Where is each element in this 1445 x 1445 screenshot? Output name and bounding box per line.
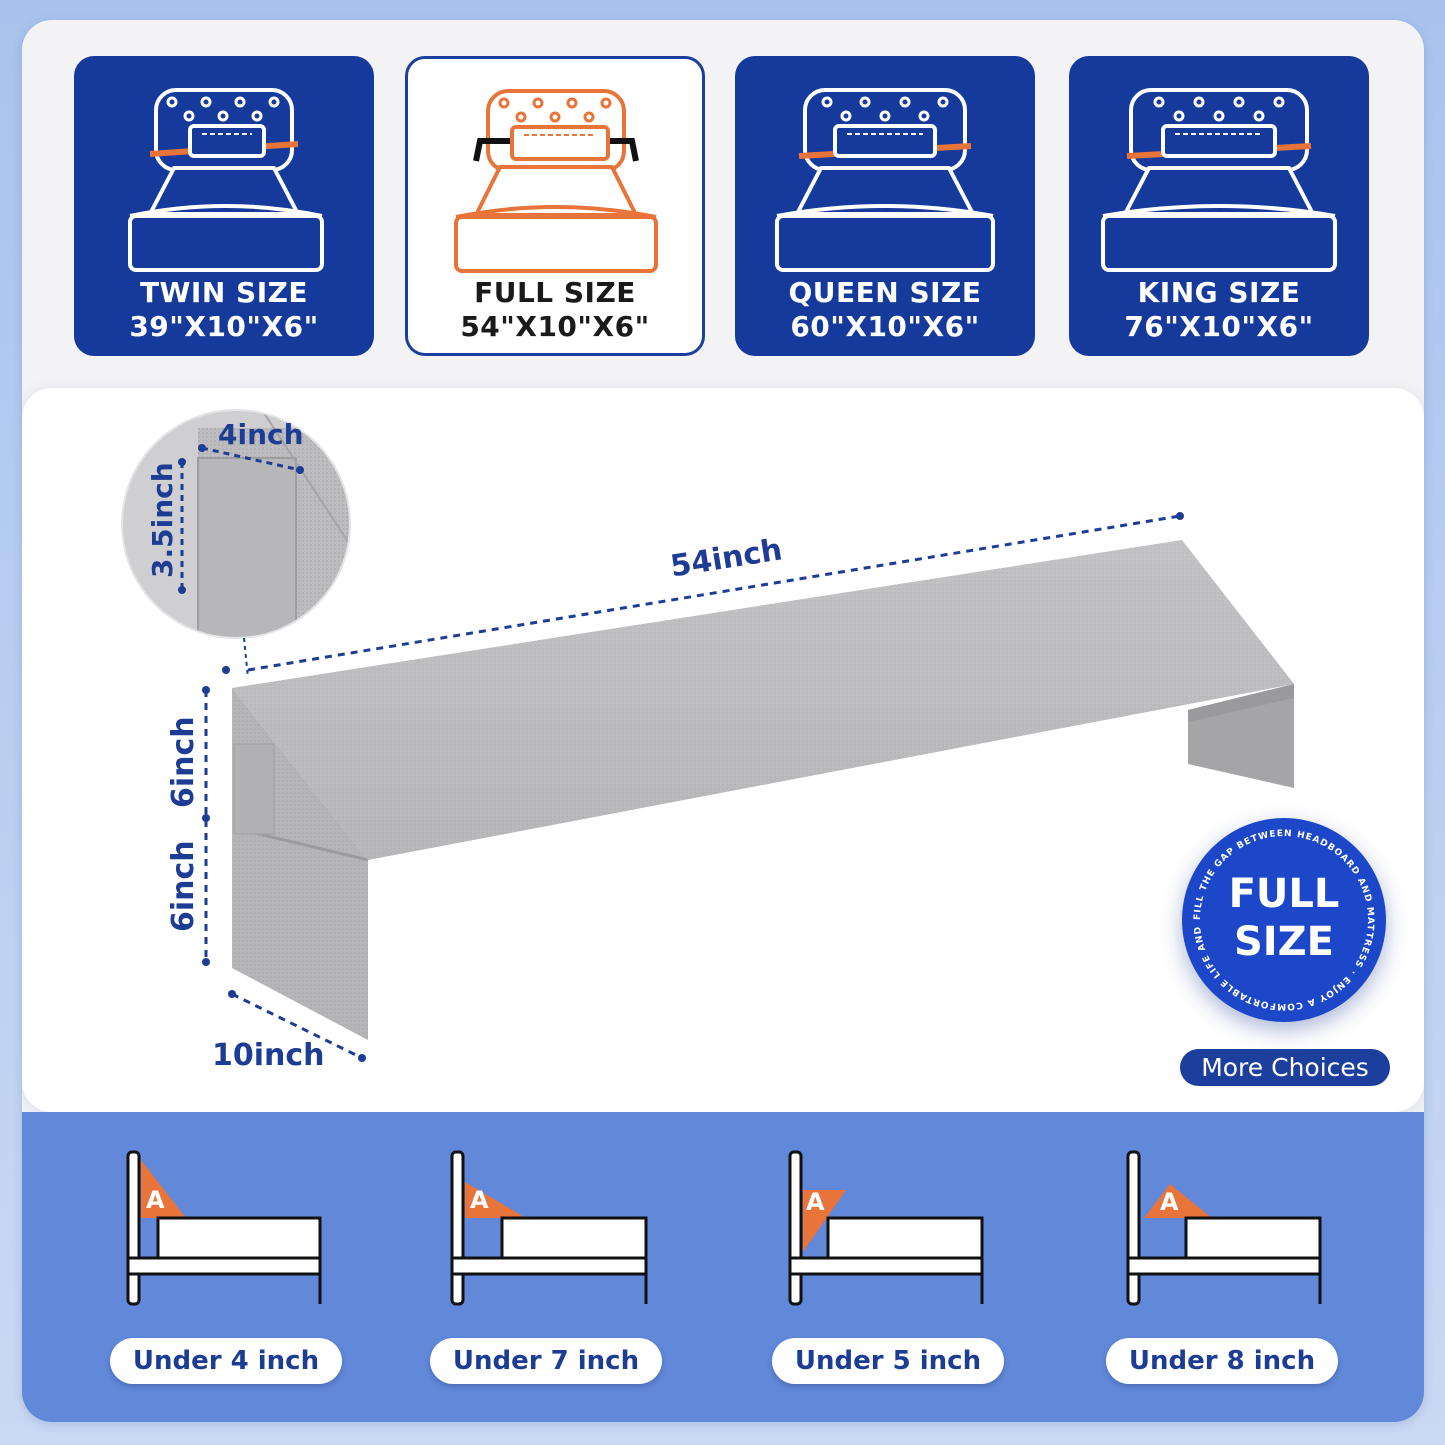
pocket-width-label: 4inch [218,418,304,451]
size-dimensions: 39"X10"X6" [129,310,319,343]
bed-side-icon [126,1150,322,1306]
size-card-twin[interactable]: TWIN SIZE 39"X10"X6" [74,56,374,356]
height-top-label: 6inch [166,716,201,808]
depth-label: 10inch [212,1038,325,1073]
size-card-queen[interactable]: QUEEN SIZE 60"X10"X6" [735,56,1035,356]
gap-marker: A [1160,1188,1179,1216]
gap-marker: A [470,1186,489,1214]
bed-icon [775,88,995,272]
gap-option-4[interactable]: A Under 8 inch [1106,1112,1366,1422]
badge-line-2: SIZE [1233,919,1335,965]
height-bottom-label: 6inch [166,840,201,932]
size-name: TWIN SIZE [139,276,309,309]
gap-option-2[interactable]: A Under 7 inch [430,1112,690,1422]
gap-option-3[interactable]: A Under 5 inch [772,1112,1032,1422]
size-name: FULL SIZE [474,276,636,309]
pocket-height-label: 3.5inch [146,462,179,578]
full-size-badge: FILL THE GAP BETWEEN HEADBOARD AND MATTR… [1182,818,1386,1022]
size-card-full[interactable]: FULL SIZE 54"X10"X6" [405,56,705,356]
gap-marker: A [806,1188,825,1216]
size-dimensions: 76"X10"X6" [1124,310,1314,343]
gap-label: Under 4 inch [110,1338,342,1384]
gap-label: Under 7 inch [430,1338,662,1384]
bed-icon [1101,88,1337,272]
size-dimensions: 60"X10"X6" [790,310,980,343]
size-name: QUEEN SIZE [788,276,982,309]
size-dimensions: 54"X10"X6" [460,310,650,343]
bed-side-icon [788,1150,984,1306]
gap-marker: A [146,1186,165,1214]
bed-icon [128,88,324,272]
gap-label: Under 8 inch [1106,1338,1338,1384]
gap-label: Under 5 inch [772,1338,1004,1384]
badge-line-1: FULL [1228,871,1340,917]
gap-option-1[interactable]: A Under 4 inch [110,1112,370,1422]
bed-wedge-illustration [121,409,1294,1062]
gap-size-guide: A Under 4 inch A Under 7 inch A [22,1112,1424,1422]
size-name: KING SIZE [1137,276,1301,309]
size-card-king[interactable]: KING SIZE 76"X10"X6" [1069,56,1369,356]
product-infographic: TWIN SIZE 39"X10"X6" FULL SIZE 54"X10"X6… [22,20,1424,1422]
bed-side-icon [450,1150,648,1306]
product-dimension-panel: 54inch 4inch 3.5inch 6inch 6inch 10inch … [22,388,1424,1112]
pocket-detail-zoom [122,410,350,638]
bed-side-icon [1126,1150,1322,1306]
more-choices-button[interactable]: More Choices [1180,1049,1390,1086]
badge-ring-text: FILL THE GAP BETWEEN HEADBOARD AND MATTR… [1182,818,1374,1011]
bed-icon [454,89,658,273]
